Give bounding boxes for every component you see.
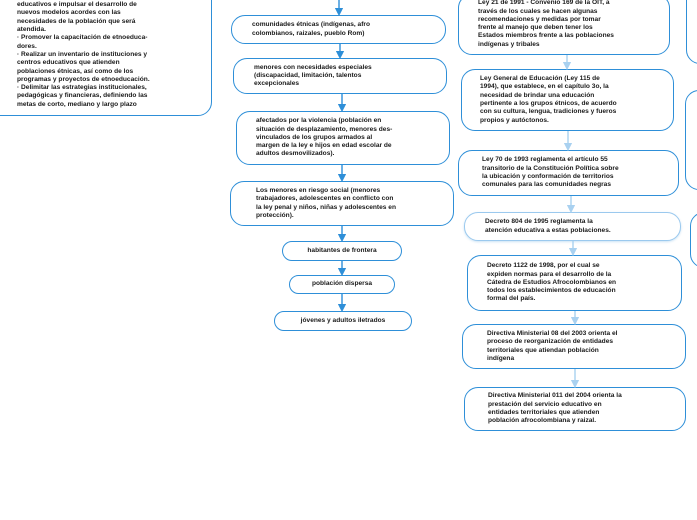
population-text: población dispersa — [311, 280, 373, 288]
law-text: Ley 70 de 1993 reglamenta el artículo 55… — [482, 156, 619, 189]
population-text: habitantes de frontera — [307, 246, 377, 254]
law-text: Directiva Ministerial 08 del 2003 orient… — [487, 329, 618, 362]
population-text: afectados por la violencia (población en… — [256, 117, 393, 158]
law-node-dir011[interactable]: Directiva Ministerial 011 del 2004 orien… — [464, 387, 686, 431]
law-text: Directiva Ministerial 011 del 2004 orien… — [488, 392, 622, 425]
population-node-violencia[interactable]: afectados por la violencia (población en… — [236, 111, 450, 165]
population-node-etnicas[interactable]: comunidades étnicas (indígenas, afro col… — [231, 15, 446, 44]
law-node-ley21[interactable]: Ley 21 de 1991 - Convenio 169 de la OIT,… — [458, 0, 670, 55]
population-text: comunidades étnicas (indígenas, afro col… — [252, 21, 370, 37]
law-text: Ley General de Educación (Ley 115 de 199… — [480, 75, 617, 124]
population-text: jóvenes y adultos iletrados — [300, 316, 386, 324]
law-text: Decreto 1122 de 1998, por el cual se exp… — [487, 262, 617, 303]
population-text: menores con necesidades especiales (disc… — [254, 63, 372, 88]
law-text: Ley 21 de 1991 - Convenio 169 de la OIT,… — [478, 0, 614, 48]
law-node-ley115[interactable]: Ley General de Educación (Ley 115 de 199… — [461, 69, 674, 131]
left-panel-text: educativos e impulsar el desarrollo de n… — [17, 1, 150, 108]
population-text: Los menores en riesgo social (menores tr… — [256, 186, 396, 219]
law-node-dec804[interactable]: Decreto 804 de 1995 reglamenta la atenci… — [464, 212, 681, 241]
law-text: Decreto 804 de 1995 reglamenta la atenci… — [485, 218, 611, 234]
law-node-dir08[interactable]: Directiva Ministerial 08 del 2003 orient… — [462, 324, 686, 369]
law-node-ley70[interactable]: Ley 70 de 1993 reglamenta el artículo 55… — [458, 150, 679, 196]
population-node-necesidades[interactable]: menores con necesidades especiales (disc… — [233, 58, 447, 94]
left-panel-node[interactable]: educativos e impulsar el desarrollo de n… — [0, 0, 212, 116]
